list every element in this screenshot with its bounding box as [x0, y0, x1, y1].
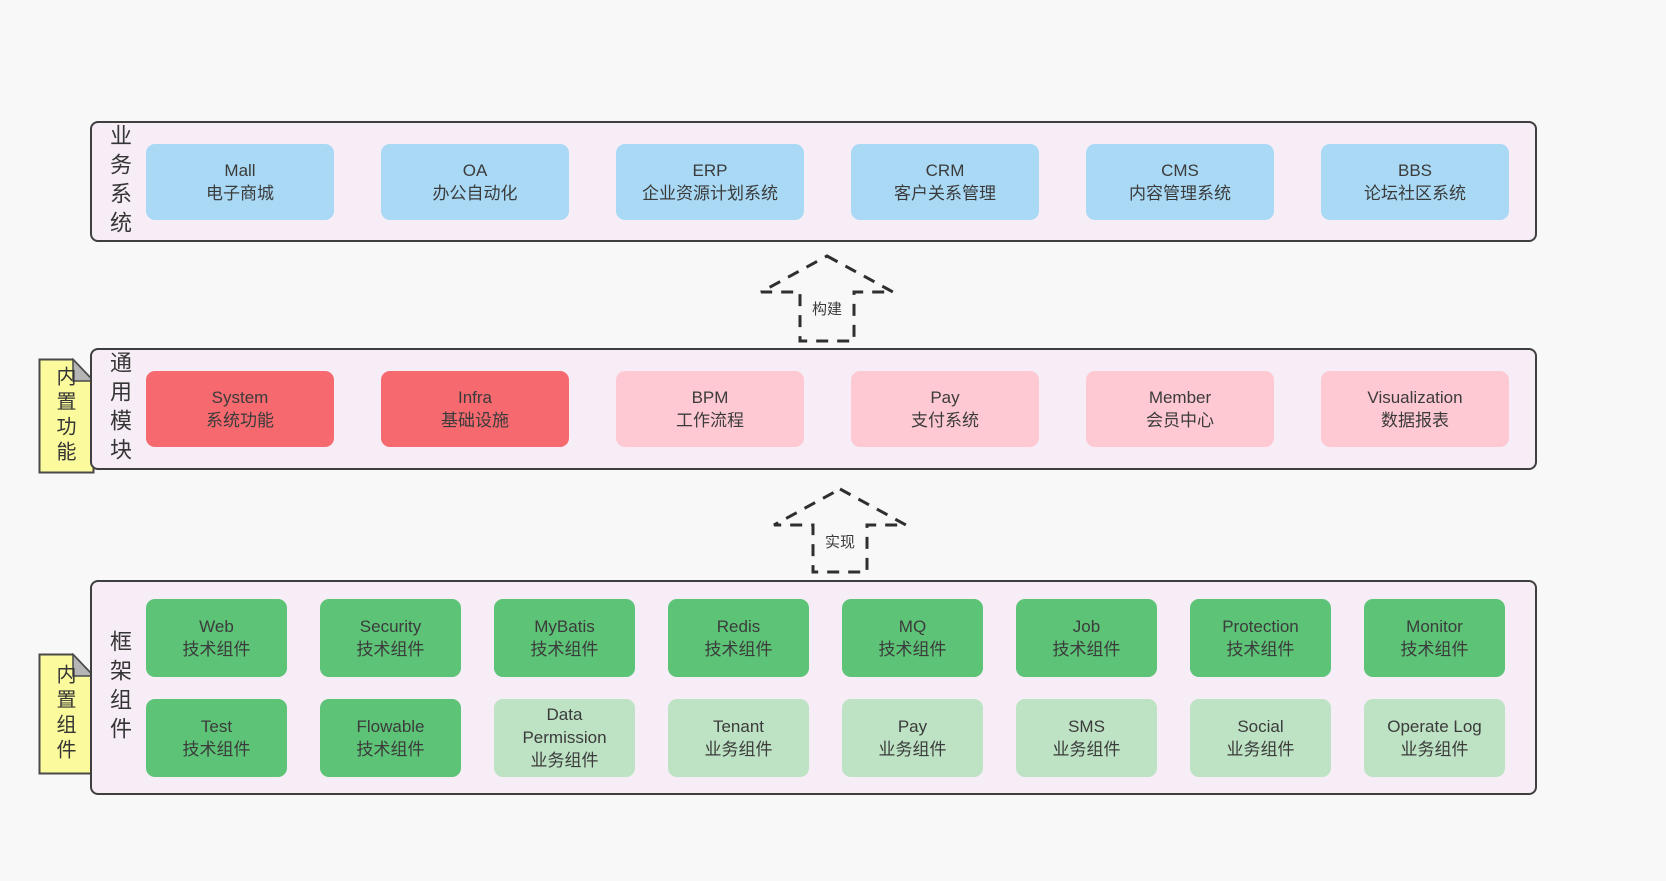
box-social: Social 业务组件 — [1190, 698, 1331, 777]
layer-business-systems: 业务系统 Mall 电子商城 OA 办公自动化 ERP 企业资源计划系统 CRM… — [90, 121, 1537, 242]
layer-label-business: 业务系统 — [107, 123, 132, 240]
box-infra: Infra 基础设施 — [381, 371, 569, 447]
box-redis: Redis 技术组件 — [668, 598, 809, 677]
box-monitor: Monitor 技术组件 — [1364, 598, 1505, 677]
implement-arrow-icon: 实现 — [773, 487, 907, 574]
box-security: Security 技术组件 — [320, 598, 461, 677]
implement-arrow-label: 实现 — [825, 534, 855, 551]
business-box-row: Mall 电子商城 OA 办公自动化 ERP 企业资源计划系统 CRM 客户关系… — [146, 123, 1535, 240]
box-operate-log: Operate Log 业务组件 — [1364, 698, 1505, 777]
box-member: Member 会员中心 — [1086, 371, 1274, 447]
box-test: Test 技术组件 — [146, 698, 287, 777]
build-arrow-label: 构建 — [812, 301, 842, 318]
box-system: System 系统功能 — [146, 371, 334, 447]
box-job: Job 技术组件 — [1016, 598, 1157, 677]
sticky-note-shape — [38, 653, 95, 775]
sticky-label-builtin-components: 内置组件 — [53, 664, 75, 764]
folded-corner-icon — [72, 358, 95, 382]
box-crm: CRM 客户关系管理 — [851, 143, 1039, 220]
modules-box-row: System 系统功能 Infra 基础设施 BPM 工作流程 Pay 支付系统… — [146, 350, 1535, 468]
box-visualization: Visualization 数据报表 — [1321, 371, 1509, 447]
build-arrow-icon: 构建 — [760, 254, 894, 343]
box-tenant: Tenant 业务组件 — [668, 698, 809, 777]
box-mall: Mall 电子商城 — [146, 143, 334, 220]
folded-corner-icon — [72, 653, 95, 677]
components-row-1: Web 技术组件 Security 技术组件 MyBatis 技术组件 Redi… — [146, 598, 1505, 677]
box-bbs: BBS 论坛社区系统 — [1321, 143, 1509, 220]
sticky-note-builtin-features: 内置功能 — [38, 358, 95, 474]
layer-label-components: 框架组件 — [107, 629, 132, 746]
layer-common-modules: 通用模块 System 系统功能 Infra 基础设施 BPM 工作流程 Pay… — [90, 348, 1537, 470]
box-mq: MQ 技术组件 — [842, 598, 983, 677]
components-box-rows: Web 技术组件 Security 技术组件 MyBatis 技术组件 Redi… — [146, 582, 1537, 793]
box-data-permission: Data Permission 业务组件 — [494, 698, 635, 777]
box-flowable: Flowable 技术组件 — [320, 698, 461, 777]
sticky-note-builtin-components: 内置组件 — [38, 653, 95, 775]
box-sms: SMS 业务组件 — [1016, 698, 1157, 777]
components-row-2: Test 技术组件 Flowable 技术组件 Data Permission … — [146, 698, 1505, 777]
box-cms: CMS 内容管理系统 — [1086, 143, 1274, 220]
box-mybatis: MyBatis 技术组件 — [494, 598, 635, 677]
box-protection: Protection 技术组件 — [1190, 598, 1331, 677]
box-pay-component: Pay 业务组件 — [842, 698, 983, 777]
box-web: Web 技术组件 — [146, 598, 287, 677]
box-oa: OA 办公自动化 — [381, 143, 569, 220]
box-erp: ERP 企业资源计划系统 — [616, 143, 804, 220]
box-bpm: BPM 工作流程 — [616, 371, 804, 447]
layer-label-modules: 通用模块 — [107, 351, 132, 467]
layer-framework-components: 框架组件 Web 技术组件 Security 技术组件 MyBatis 技术组件… — [90, 580, 1537, 795]
box-pay-module: Pay 支付系统 — [851, 371, 1039, 447]
sticky-label-builtin-features: 内置功能 — [53, 366, 75, 466]
